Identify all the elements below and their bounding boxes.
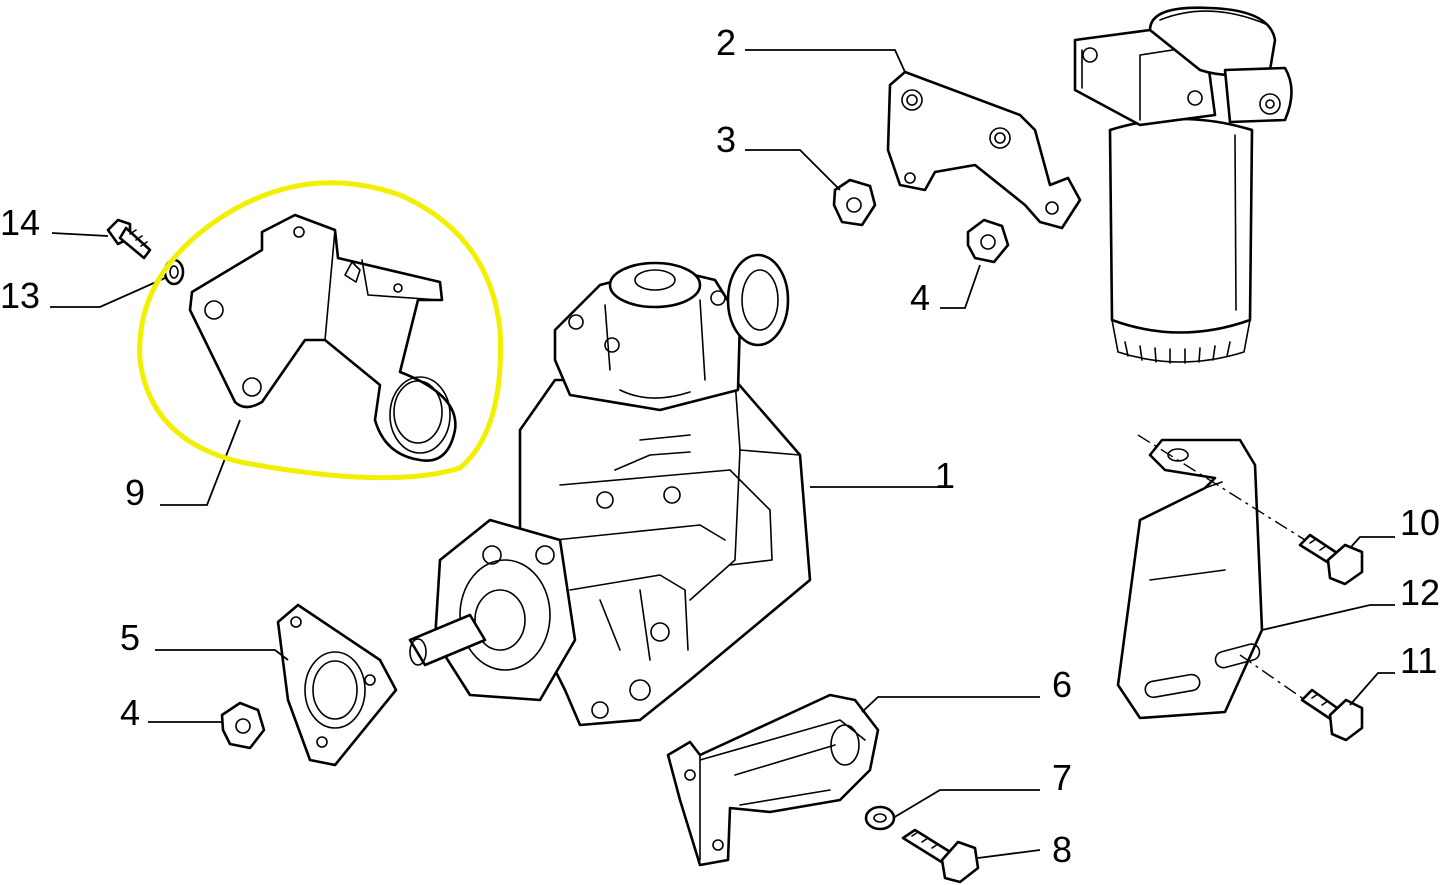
- callout-8: 8: [1052, 829, 1072, 870]
- callout-12: 12: [1400, 572, 1440, 613]
- callout-13: 13: [0, 275, 40, 316]
- nut-part-4-lower: [220, 701, 266, 750]
- bracket-part-12: [1116, 438, 1264, 720]
- callout-2: 2: [716, 22, 736, 63]
- centerline-bolt-10: [1137, 434, 1306, 541]
- callout-7: 7: [1052, 757, 1072, 798]
- callout-1: 1: [935, 455, 955, 496]
- bracket-part-2: [886, 70, 1082, 230]
- bolt-part-14: [106, 218, 152, 260]
- callout-5: 5: [120, 617, 140, 658]
- callout-11: 11: [1400, 640, 1437, 681]
- callout-14: 14: [0, 202, 40, 243]
- nut-part-3: [832, 178, 877, 227]
- highlight-circle: [137, 180, 503, 481]
- callout-4-upper: 4: [910, 277, 930, 318]
- leader-lines: [50, 49, 1395, 859]
- washer-part-7: [864, 805, 896, 831]
- bolt-part-8: [901, 828, 980, 884]
- centerline-bolt-11: [1239, 654, 1306, 701]
- injection-pump-part-1: [408, 253, 812, 727]
- bolt-part-10: [1298, 533, 1364, 586]
- callout-6: 6: [1052, 664, 1072, 705]
- callout-10: 10: [1400, 502, 1440, 543]
- nut-part-4-upper: [966, 218, 1010, 264]
- bracket-part-9: [188, 213, 457, 462]
- bolt-part-11: [1300, 688, 1364, 742]
- fuel-filter: [1073, 6, 1293, 364]
- callout-9: 9: [125, 472, 145, 513]
- flange-plate-part-5: [276, 603, 398, 767]
- callout-4-lower: 4: [120, 692, 140, 733]
- callout-3: 3: [716, 119, 736, 160]
- bracket-part-6: [666, 693, 880, 867]
